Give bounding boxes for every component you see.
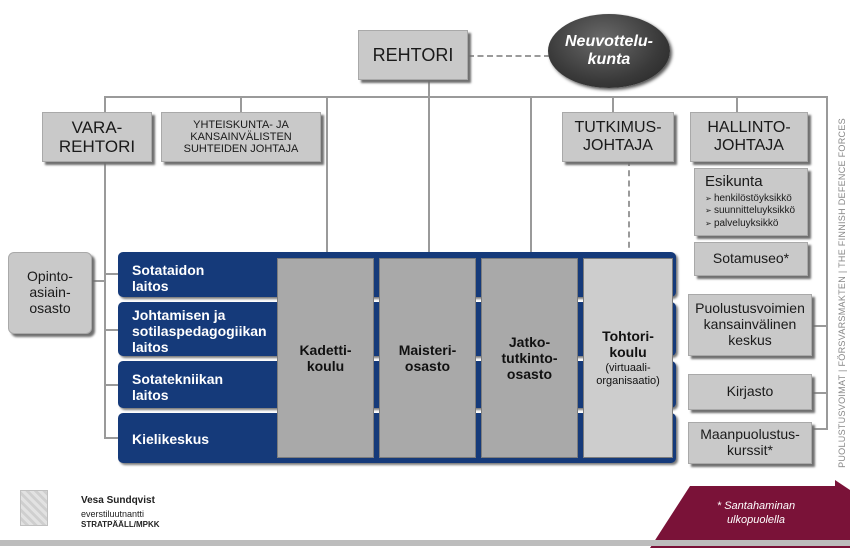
maisteriosasto-column: Maisteri- osasto <box>379 258 476 458</box>
connector-maanpuolustus <box>812 428 828 430</box>
vararehtori-box: VARA- REHTORI <box>42 112 152 162</box>
connector-rehtori-down <box>428 80 430 98</box>
kadettikoulu-label: Kadetti- koulu <box>299 341 352 374</box>
esikunta-title: Esikunta <box>705 172 763 190</box>
connector-band-2 <box>104 329 120 331</box>
jatkotutkinto-label: Jatko- tutkinto- osasto <box>501 333 558 383</box>
opintoasiainosasto-label: Opinto- asiain- osasto <box>27 268 73 316</box>
connector-kadettikoulu-down <box>326 96 328 258</box>
connector-band-4 <box>104 437 120 439</box>
tohtorikoulu-note: (virtuaali- organisaatio) <box>596 362 660 388</box>
neuvottelukunta-label: Neuvottelu- kunta <box>565 33 653 68</box>
connector-main-horizontal <box>104 96 828 98</box>
side-text: PUOLUSTUSVOIMAT | FÖRSVARSMAKTEN | THE F… <box>833 118 850 468</box>
maanpuolustuskurssit-box: Maanpuolustus- kurssit* <box>688 422 812 464</box>
esikunta-box: Esikunta henkilöstöyksikkö suunnitteluyk… <box>694 168 808 236</box>
hallintojohtaja-label: HALLINTO- JOHTAJA <box>707 119 791 154</box>
maisteriosasto-label: Maisteri- osasto <box>398 341 457 374</box>
author-unit: STRATPÄÄLL/MPKK <box>81 519 160 529</box>
vararehtori-label: VARA- REHTORI <box>58 117 136 156</box>
footer-accent-shape <box>650 480 850 548</box>
connector-vararehtori-down <box>104 96 106 438</box>
side-text-label: PUOLUSTUSVOIMAT | FÖRSVARSMAKTEN | THE F… <box>837 118 848 468</box>
department-label: Sotataidon laitos <box>132 262 205 295</box>
neuvottelukunta-oval: Neuvottelu- kunta <box>548 14 670 88</box>
esikunta-list: henkilöstöyksikkö suunnitteluyksikkö pal… <box>705 193 795 231</box>
department-label: Kielikeskus <box>132 431 210 447</box>
tutkimusjohtaja-label: TUTKIMUS- JOHTAJA <box>574 119 662 154</box>
tutkimusjohtaja-box: TUTKIMUS- JOHTAJA <box>562 112 674 162</box>
connector-band-1 <box>104 273 120 275</box>
footer-rule <box>0 540 850 546</box>
author-block: Vesa Sundqvist everstiluutnantti STRATPÄ… <box>81 494 160 530</box>
connector-band-3 <box>104 384 120 386</box>
connector-right-spine <box>826 96 828 430</box>
esikunta-item: henkilöstöyksikkö <box>705 193 795 206</box>
footer-accent-polygon <box>650 480 850 548</box>
footer-note: * Santahaminan ulkopuolella <box>716 500 796 526</box>
connector-puolustus <box>812 325 828 327</box>
opintoasiainosasto-box: Opinto- asiain- osasto <box>8 252 92 334</box>
department-label: Sotatekniikan laitos <box>132 371 224 404</box>
esikunta-item: palveluyksikkö <box>705 218 795 231</box>
kirjasto-box: Kirjasto <box>688 374 812 410</box>
department-label: Johtamisen ja sotilaspedagogiikan laitos <box>132 307 267 356</box>
author-name: Vesa Sundqvist <box>81 495 155 506</box>
connector-opinto <box>92 280 106 282</box>
puolustusvoimien-label: Puolustusvoimien kansainvälinen keskus <box>695 300 805 348</box>
puolustusvoimien-box: Puolustusvoimien kansainvälinen keskus <box>688 294 812 356</box>
esikunta-item: suunnitteluyksikkö <box>705 205 795 218</box>
yhteiskunta-box: YHTEISKUNTA- JA KANSAINVÄLISTEN SUHTEIDE… <box>161 112 321 162</box>
kirjasto-label: Kirjasto <box>726 383 774 400</box>
connector-jatko-down <box>530 96 532 258</box>
rehtori-label: REHTORI <box>372 44 454 65</box>
connector-neuvottelukunta <box>468 55 550 57</box>
rehtori-box: REHTORI <box>358 30 468 80</box>
maanpuolustuskurssit-label: Maanpuolustus- kurssit* <box>700 426 800 458</box>
author-rank: everstiluutnantti <box>81 508 145 519</box>
connector-tutkimus-down <box>612 96 614 112</box>
tohtorikoulu-column: Tohtori- koulu (virtuaali- organisaatio) <box>583 258 673 458</box>
yhteiskunta-label: YHTEISKUNTA- JA KANSAINVÄLISTEN SUHTEIDE… <box>183 118 299 156</box>
tohtorikoulu-label: Tohtori- koulu <box>602 328 654 361</box>
connector-kirjasto <box>812 392 828 394</box>
kadettikoulu-column: Kadetti- koulu <box>277 258 374 458</box>
sotamuseo-box: Sotamuseo* <box>694 242 808 276</box>
connector-maisteri-down <box>428 96 430 258</box>
sotamuseo-label: Sotamuseo* <box>712 250 790 267</box>
coat-of-arms-icon <box>20 490 48 526</box>
connector-tohtorikoulu <box>628 160 630 258</box>
hallintojohtaja-box: HALLINTO- JOHTAJA <box>690 112 808 162</box>
jatkotutkinto-column: Jatko- tutkinto- osasto <box>481 258 578 458</box>
connector-yhteiskunta-down <box>240 96 242 112</box>
connector-hallinto-down <box>736 96 738 112</box>
